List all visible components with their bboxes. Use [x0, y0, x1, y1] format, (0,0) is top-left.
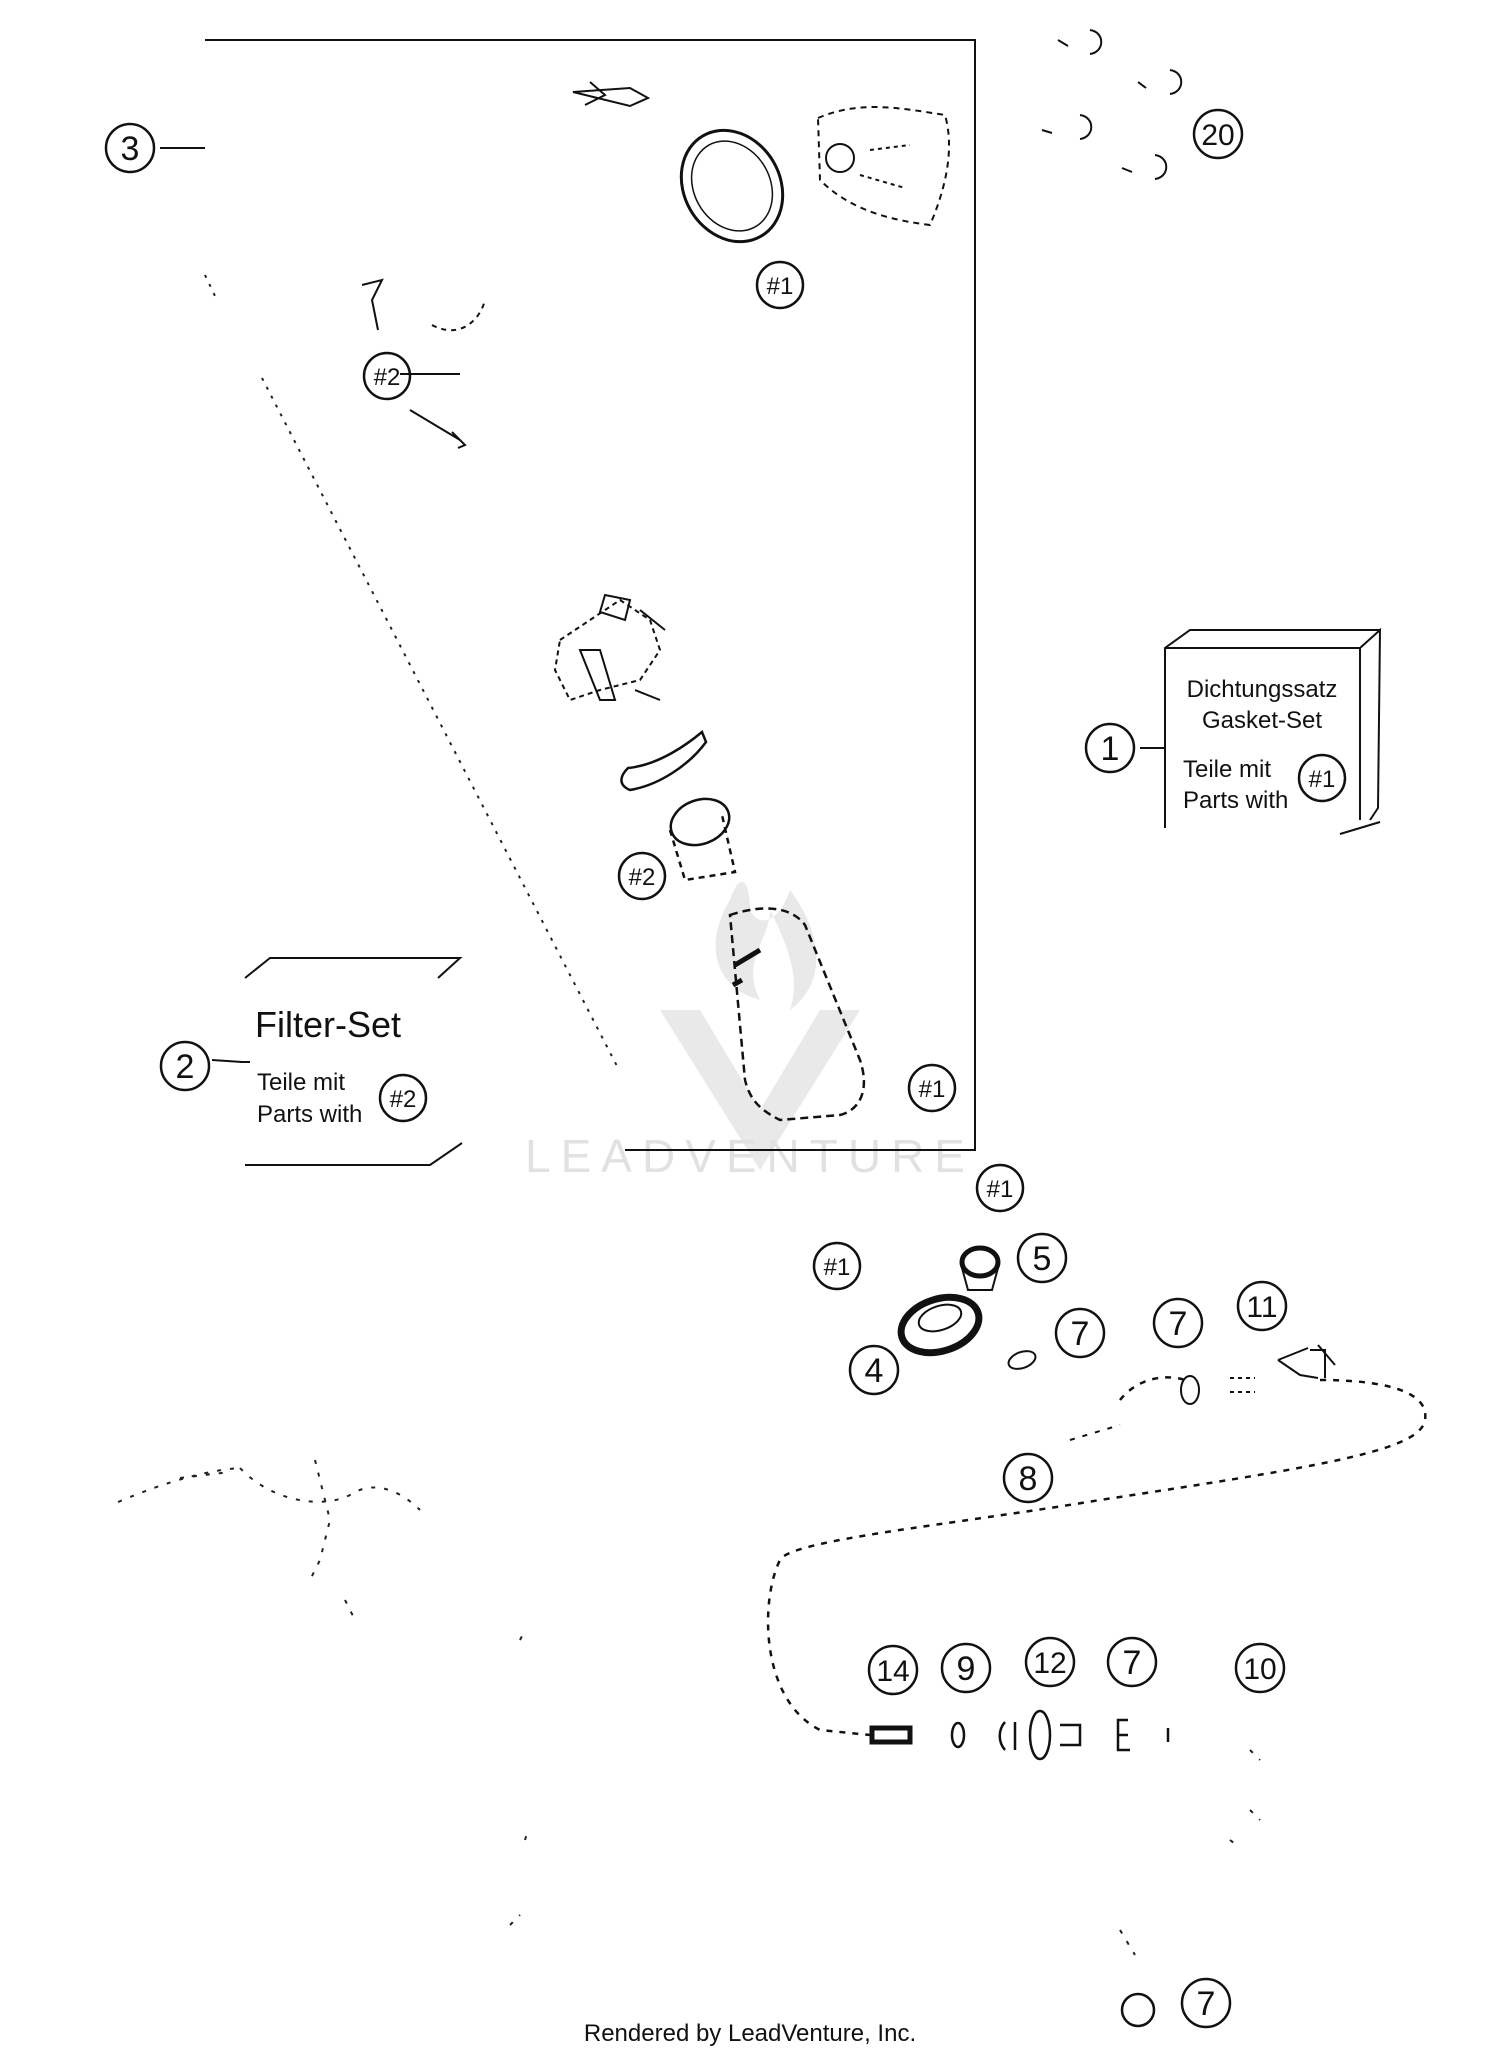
callout-9: 9 [940, 1642, 992, 1694]
callout-hash1-d: #1 [975, 1163, 1025, 1213]
grommet-5 [959, 1245, 1001, 1291]
callout-1: 1 [1084, 722, 1136, 774]
callout-hash2-b: #2 [617, 851, 667, 901]
filter-parts-with-de: Teile mit [257, 1069, 345, 1096]
filter-set-title: Filter-Set [255, 1004, 401, 1045]
wiring-fragments [117, 1459, 1261, 1956]
svg-text:11: 11 [1246, 1291, 1277, 1324]
item-3-frame [160, 39, 976, 1151]
fuel-pump-flange [816, 106, 951, 227]
svg-text:7: 7 [1071, 1315, 1090, 1353]
pump-bracket [620, 729, 708, 792]
watermark-text: LEADVENTURE [525, 1130, 975, 1182]
callout-3: 3 [104, 122, 156, 174]
svg-text:#2: #2 [390, 1086, 417, 1113]
clip-parts-20 [1041, 29, 1183, 180]
callout-hash1-a: #1 [755, 260, 805, 310]
svg-text:#2: #2 [629, 864, 656, 891]
callout-2: 2 [159, 1040, 211, 1092]
pump-seal-ring [679, 128, 785, 244]
callout-4: 4 [848, 1344, 900, 1396]
svg-text:1: 1 [1101, 730, 1120, 768]
callout-7-d: 7 [1180, 1977, 1232, 2029]
svg-text:9: 9 [957, 1650, 976, 1688]
callout-11: 11 [1236, 1280, 1288, 1332]
svg-text:7: 7 [1169, 1305, 1188, 1343]
gasket-set-title-de: Dichtungssatz [1187, 676, 1338, 703]
svg-text:#1: #1 [919, 1076, 946, 1103]
fuel-hose-8-end [1069, 1424, 1121, 1441]
callout-12: 12 [1024, 1636, 1076, 1688]
svg-text:#1: #1 [987, 1176, 1014, 1203]
gasket-set-title-en: Gasket-Set [1202, 707, 1322, 734]
filter-parts-with-en: Parts with [257, 1101, 362, 1128]
callout-7-c: 7 [1106, 1636, 1158, 1688]
callout-5: 5 [1016, 1232, 1068, 1284]
seal-ring-4 [897, 1293, 983, 1357]
svg-text:2: 2 [176, 1048, 195, 1086]
bottom-fittings [869, 1709, 1170, 1761]
callout-7-b: 7 [1152, 1297, 1204, 1349]
callout-hash2-filter: #2 [378, 1073, 428, 1123]
watermark: LEADVENTURE [525, 881, 975, 1182]
callout-10: 10 [1234, 1642, 1286, 1694]
fuel-hose-8 [766, 1376, 1427, 1737]
footer-credit: Rendered by LeadVenture, Inc. [583, 2020, 917, 2047]
svg-text:7: 7 [1123, 1644, 1142, 1682]
svg-text:4: 4 [865, 1352, 884, 1390]
svg-text:5: 5 [1033, 1240, 1052, 1278]
svg-text:8: 8 [1019, 1460, 1038, 1498]
gasket-parts-with-de: Teile mit [1183, 756, 1271, 783]
fitting-7-11 [1180, 1344, 1336, 1405]
gasket-parts-with-en: Parts with [1183, 787, 1288, 814]
gasket-set-box [1140, 627, 1382, 835]
svg-text:7: 7 [1197, 1985, 1216, 2023]
callout-7-a: 7 [1054, 1307, 1106, 1359]
svg-text:12: 12 [1033, 1647, 1066, 1680]
callout-8: 8 [1002, 1452, 1054, 1504]
pump-regulator [553, 593, 666, 702]
callout-hash1-c: #1 [907, 1063, 957, 1113]
callout-hash1-gasket: #1 [1297, 753, 1347, 803]
callout-hash2-a: #2 [362, 351, 412, 401]
svg-text:14: 14 [876, 1655, 909, 1688]
fuel-pump-body [728, 907, 866, 1122]
callout-hash1-e: #1 [812, 1241, 862, 1291]
svg-text:3: 3 [121, 130, 140, 168]
svg-text:#1: #1 [824, 1254, 851, 1281]
callout-20: 20 [1192, 108, 1244, 160]
filter-set-box [240, 957, 463, 1166]
svg-text:10: 10 [1243, 1653, 1276, 1686]
filter-sleeve [668, 797, 737, 882]
callout-14: 14 [867, 1644, 919, 1696]
clamp-7-small [1007, 1350, 1037, 1370]
clamp-7-bottom [1120, 1992, 1156, 2028]
svg-text:20: 20 [1201, 119, 1234, 152]
svg-text:#2: #2 [374, 364, 401, 391]
svg-text:#1: #1 [1309, 766, 1336, 793]
svg-text:#1: #1 [767, 273, 794, 300]
pump-axis-lines [204, 274, 619, 1069]
hose-clip-top [572, 81, 651, 108]
